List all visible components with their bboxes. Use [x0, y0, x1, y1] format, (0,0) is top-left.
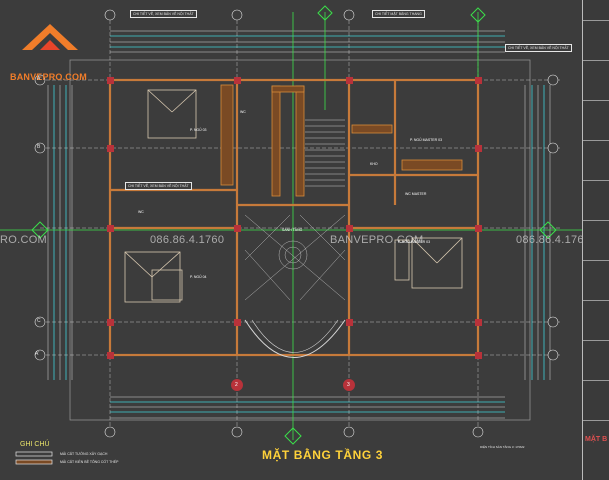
walls — [108, 78, 480, 357]
dimension-lines-top — [110, 30, 505, 53]
grid-marker-b: B — [37, 144, 41, 150]
grid-marker-3: 3 — [347, 382, 350, 388]
legend-row-2: MẢI CẮT KIỂN BÊ TÔNG CỐT THÉP — [60, 460, 119, 464]
area-footnote: DIỆN TÍCH SÀN TẦNG 3: 170M2 — [480, 445, 525, 449]
legend-row-1: MẢI CẮT TƯỜNG XÂY GẠCH — [60, 452, 108, 456]
legend-title: GHI CHÚ — [20, 441, 50, 448]
dimension-lines-left — [47, 85, 73, 380]
title-block-panel: MẶT B — [582, 0, 609, 480]
green-guides — [0, 12, 609, 440]
note-3: CHI TIẾT VẼ, XEM BẢN VẼ NỘI THẤT — [505, 44, 572, 52]
brand-name: BANVEPRO.COM — [10, 72, 87, 82]
furniture — [124, 89, 463, 303]
note-1: CHI TIẾT VẼ, XEM BẢN VẼ NỘI THẤT — [130, 10, 197, 18]
watermark-1: RO.COM — [0, 234, 48, 246]
drawing-title: MẶT BẰNG TẦNG 3 — [262, 448, 383, 462]
balcony-arc — [244, 319, 346, 358]
axis-bubbles — [34, 9, 559, 438]
room-label-7: WC — [240, 110, 246, 114]
grid-marker-c: C — [37, 318, 41, 324]
dimension-ticks — [53, 35, 545, 413]
dimension-lines-right — [524, 85, 551, 380]
section-markers — [231, 379, 355, 391]
room-label-9: WC MASTER — [405, 192, 427, 196]
logo-mark — [22, 24, 78, 50]
room-label-1: P. NGỦ 03 — [190, 128, 207, 132]
hall-pattern — [244, 214, 346, 301]
dimension-lines-bottom — [110, 396, 505, 419]
watermark-3: BANVEPRO.COM — [330, 234, 424, 246]
note-4: CHI TIẾT VẼ, XEM BẢN VẼ NỘI THẤT — [125, 182, 192, 190]
room-label-5: SẢNH TẦNG — [282, 228, 303, 232]
note-2: CHI TIẾT MẶT BẰNG THANG — [372, 10, 425, 18]
grid-marker-a: A — [37, 76, 41, 82]
stair-core — [220, 84, 463, 197]
room-label-2: P. NGỦ 04 — [190, 275, 207, 279]
room-label-8: WC — [138, 210, 144, 214]
title-block-stamp: MẶT B — [585, 436, 608, 443]
grid-marker-a-prime: A' — [35, 351, 40, 357]
room-label-4: P. NGỦ MASTER 03 — [398, 240, 431, 244]
grid-marker-2: 2 — [235, 382, 238, 388]
room-label-6: KHO — [370, 162, 378, 166]
watermark-2: 086.86.4.1760 — [150, 234, 225, 246]
watermark-4: 086.86.4.1760 — [516, 234, 591, 246]
stair-treads — [305, 119, 345, 187]
diamond-markers — [31, 5, 557, 445]
site-outline — [69, 59, 531, 421]
room-label-3: P. NGỦ MASTER 03 — [410, 138, 443, 142]
columns — [107, 77, 482, 359]
